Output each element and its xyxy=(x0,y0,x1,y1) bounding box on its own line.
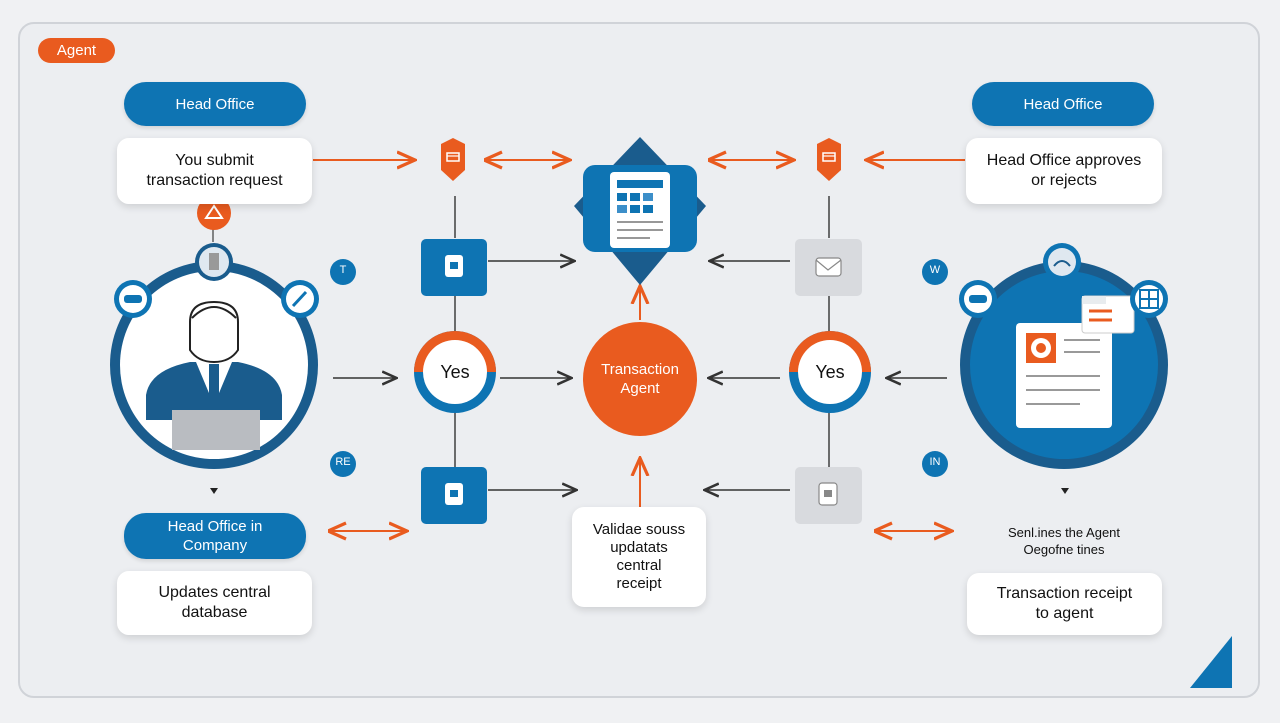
yes-decision-right: Yes xyxy=(798,340,862,404)
yes-decision-left: Yes xyxy=(423,340,487,404)
badge-left-top-label: T xyxy=(339,264,347,276)
shield-icon-right xyxy=(817,138,841,181)
badge-left-top xyxy=(330,259,356,285)
down-arrow-left xyxy=(210,488,218,494)
grid-icon xyxy=(1130,280,1168,318)
agent-person-icon xyxy=(110,261,318,469)
lock-icon-left-bottom xyxy=(421,467,487,524)
pen-icon xyxy=(281,280,319,318)
right-head-office-pill: Head Office xyxy=(972,82,1154,126)
warning-icon xyxy=(197,196,231,230)
down-arrow-right xyxy=(1061,488,1069,494)
card-icon-right xyxy=(959,280,997,318)
badge-left-bottom xyxy=(330,451,356,477)
mail-icon-right-top xyxy=(795,239,862,296)
badge-right-top xyxy=(922,259,948,285)
shield-icon-left xyxy=(441,138,465,181)
badge-right-bottom-label: IN xyxy=(929,456,941,468)
device-icon xyxy=(195,243,233,281)
document-diamond-icon xyxy=(574,137,706,285)
lock-icon-left-top xyxy=(421,239,487,296)
chat-icon xyxy=(1043,243,1081,281)
receipt-document-icon xyxy=(960,261,1168,469)
badge-left-bottom-label: RE xyxy=(335,456,351,468)
card-icon-left xyxy=(114,280,152,318)
corner-triangle xyxy=(1190,636,1232,688)
agent-tag: Agent xyxy=(38,38,115,63)
left-head-office-pill: Head Office xyxy=(124,82,306,126)
lock-icon-right-bottom xyxy=(795,467,862,524)
badge-right-top-label: W xyxy=(929,264,941,276)
badge-right-bottom xyxy=(922,451,948,477)
